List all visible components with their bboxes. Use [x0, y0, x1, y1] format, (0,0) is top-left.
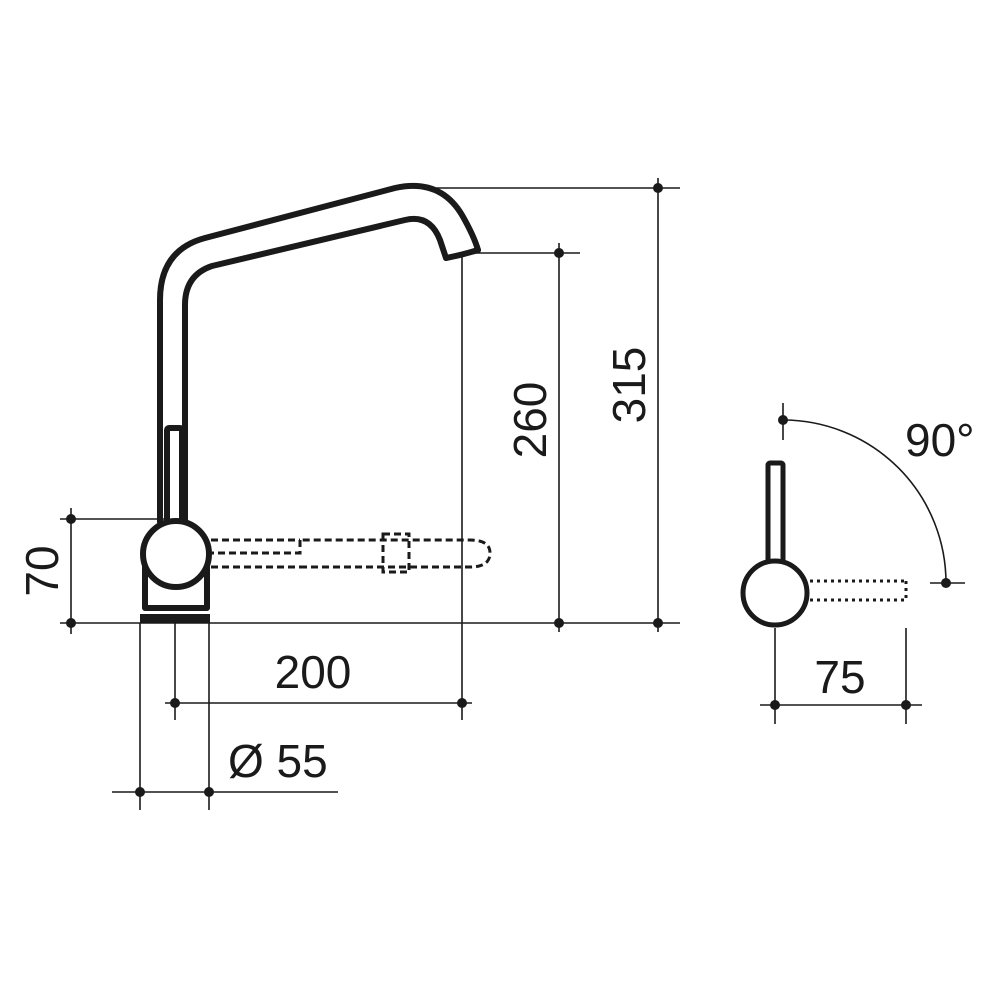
faucet-side-view — [140, 182, 492, 623]
spout-outer-contour — [157, 182, 481, 525]
terminator-dot — [66, 514, 76, 524]
terminator-dot — [170, 698, 180, 708]
terminator-dot — [653, 183, 663, 193]
terminator-dot — [901, 700, 911, 710]
body-cylinder — [142, 557, 210, 611]
faucet-top-view — [740, 460, 908, 628]
base-plate — [140, 614, 210, 623]
top-view-lever — [765, 460, 786, 566]
lever-rotated-dashed — [211, 532, 492, 574]
terminator-dot — [554, 248, 564, 258]
dim-90-arc — [782, 419, 947, 584]
top-view-lever-rotated-dotted — [810, 579, 908, 602]
terminator-dot — [770, 700, 780, 710]
terminator-dot — [457, 698, 467, 708]
dimension-terminators — [66, 183, 951, 797]
terminator-dot — [653, 618, 663, 628]
lever-handle — [164, 425, 185, 527]
terminator-dot — [135, 787, 145, 797]
terminator-dot — [941, 578, 951, 588]
spout-inner-contour — [182, 216, 449, 525]
dim-260-label: 260 — [504, 382, 556, 459]
dim-315-label: 315 — [603, 347, 655, 424]
dim-55-label: Ø 55 — [228, 735, 328, 787]
dim-200-label: 200 — [275, 646, 352, 698]
terminator-dot — [66, 618, 76, 628]
spout-outlet — [443, 247, 481, 261]
terminator-dot — [204, 787, 214, 797]
body-knob — [140, 518, 212, 590]
terminator-dot — [778, 415, 788, 425]
dim-90-label: 90° — [905, 414, 975, 466]
top-view-body — [740, 558, 810, 628]
dim-75-label: 75 — [814, 651, 865, 703]
terminator-dot — [554, 618, 564, 628]
dim-70-label: 70 — [16, 545, 68, 596]
